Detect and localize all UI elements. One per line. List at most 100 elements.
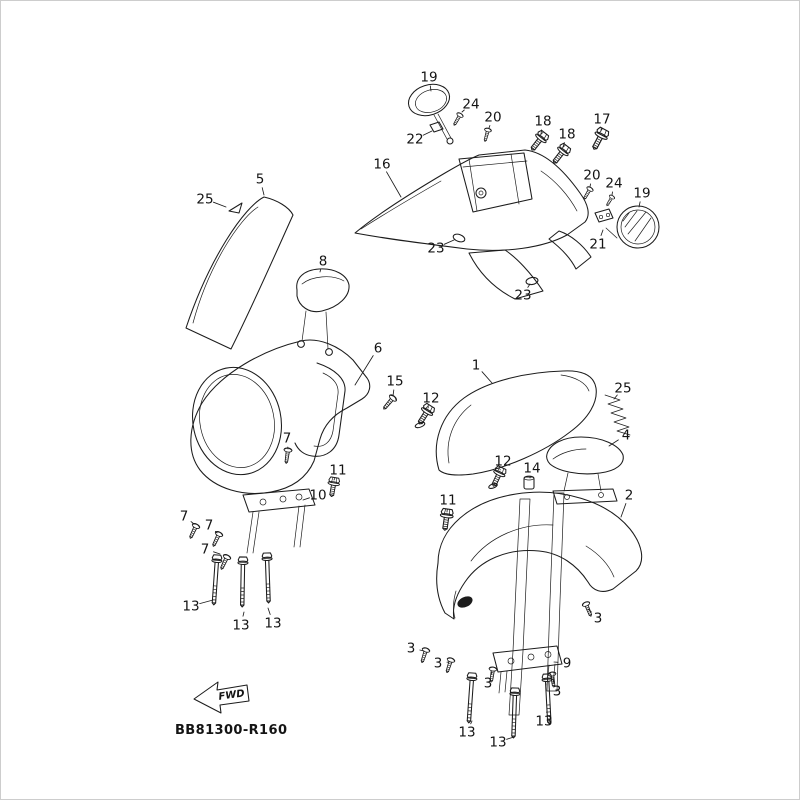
part-number-label: 3 — [553, 684, 562, 700]
seat-part — [546, 436, 624, 505]
leader-line — [620, 503, 627, 518]
part-number-label: 3 — [407, 641, 416, 657]
spring-part — [604, 394, 631, 436]
part-number-label: 7 — [201, 542, 210, 558]
part-number-label: 3 — [594, 611, 603, 627]
leader-line — [190, 521, 195, 525]
direction-mark — [228, 202, 243, 214]
leader-line — [506, 736, 515, 740]
leader-line — [302, 497, 310, 501]
leader-line — [261, 187, 265, 196]
fork-stays — [508, 492, 565, 716]
leader-line — [213, 551, 221, 555]
leader-line — [488, 125, 491, 129]
part-number-label: 17 — [593, 112, 610, 128]
bolt-11-right-icon — [437, 507, 455, 532]
part-number-label: 20 — [484, 110, 501, 126]
mirror-right-assembly — [580, 185, 660, 249]
screw-3b-icon — [442, 656, 456, 675]
screw-20-icon — [481, 126, 493, 143]
leader-line — [319, 269, 322, 273]
part-number-label: 12 — [422, 391, 439, 407]
screw-20-right-icon — [580, 185, 595, 202]
screw-7a-icon — [281, 446, 293, 465]
screw-15-icon — [380, 393, 399, 413]
leader-line — [552, 678, 555, 683]
leader-line — [333, 477, 336, 481]
screw-24-icon — [450, 111, 465, 128]
part-number-label: 7 — [205, 518, 214, 534]
part-number-label: 3 — [484, 676, 493, 692]
leader-line — [562, 142, 565, 148]
leader-line — [481, 371, 493, 384]
part-number-label: 18 — [534, 114, 551, 130]
mirror-clamp-22 — [429, 121, 444, 133]
part-number-label: 13 — [264, 616, 281, 632]
windshield-part — [185, 196, 294, 350]
bolt-13-r1-icon — [463, 672, 478, 724]
bolt-13-l1-icon — [208, 554, 223, 606]
leader-line — [527, 283, 531, 288]
leader-line — [589, 183, 591, 188]
part-number-label: 9 — [563, 656, 572, 672]
lower-bracket-9 — [492, 645, 563, 694]
leader-line — [587, 608, 592, 613]
screw-7b-icon — [186, 522, 201, 541]
leader-line — [214, 530, 218, 534]
part-number-label: 13 — [535, 714, 552, 730]
part-number-label: 20 — [583, 168, 600, 184]
handlebar-cover-part — [296, 268, 350, 356]
bolt-18b-icon — [548, 141, 573, 168]
leader-line — [443, 239, 455, 245]
leader-line — [419, 649, 425, 652]
part-number-label: 22 — [406, 132, 423, 148]
bolt-17-icon — [587, 125, 611, 153]
leader-line — [613, 394, 618, 400]
stay-bracket-10 — [242, 488, 316, 554]
part-number-label: 2 — [625, 488, 634, 504]
part-number-label: 13 — [232, 618, 249, 634]
bolt-13-l3-icon — [261, 552, 275, 604]
clip-23b — [525, 276, 539, 286]
leader-line — [242, 611, 245, 617]
cowl-lower-fin — [468, 249, 544, 300]
leader-line — [199, 599, 214, 605]
leader-line — [490, 671, 493, 675]
part-number-label: 6 — [374, 341, 383, 357]
screw-24-right-icon — [603, 193, 616, 208]
washer-icon — [414, 421, 426, 429]
bolt-11-left-icon — [325, 476, 341, 499]
mirror-left-assembly — [407, 83, 493, 145]
part-number-label: 12 — [494, 454, 511, 470]
leader-line — [212, 201, 227, 208]
leader-line — [540, 129, 543, 135]
diagram-code: BB81300-R160 — [175, 723, 287, 738]
part-number-label: 1 — [472, 358, 481, 374]
screw-3a-icon — [417, 646, 431, 665]
cowl-side-piece — [548, 230, 592, 270]
part-number-label: 15 — [386, 374, 403, 390]
leader-line — [611, 191, 613, 196]
part-number-label: 3 — [434, 656, 443, 672]
fitting-14 — [523, 475, 535, 490]
part-number-label: 11 — [439, 493, 456, 509]
fwd-arrow: FWD — [193, 681, 250, 714]
part-number-label: 13 — [182, 599, 199, 615]
seat-base-plate — [552, 488, 618, 505]
leader-line — [267, 607, 271, 615]
part-number-label: 23 — [514, 288, 531, 304]
part-number-label: 7 — [180, 509, 189, 525]
part-number-label: 19 — [420, 70, 437, 86]
part-number-label: 10 — [309, 488, 326, 504]
mirror-bracket-21 — [594, 208, 614, 223]
part-number-label: 4 — [622, 428, 631, 444]
fwd-label: FWD — [218, 688, 245, 703]
leader-line — [600, 229, 604, 236]
part-number-label: 16 — [373, 157, 390, 173]
part-number-label: 18 — [558, 127, 575, 143]
clip-23a — [452, 233, 466, 243]
leader-line — [461, 109, 465, 113]
